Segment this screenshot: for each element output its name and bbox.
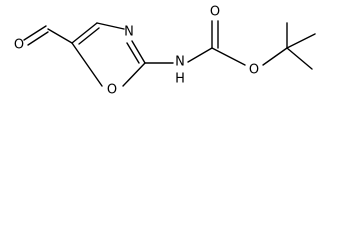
bond-nh-carbonyl <box>187 47 213 63</box>
bond-ring-n3-c2 <box>131 40 146 64</box>
bond-aldehyde-co-double-b <box>27 31 49 46</box>
bond-cq-me2 <box>286 33 316 49</box>
atom-n-ring: N <box>124 25 134 40</box>
atom-n-amide: N <box>175 55 185 70</box>
bond-ring-c4-n3 <box>96 22 125 30</box>
bond-aldehyde-co-double-a <box>23 25 47 41</box>
bond-aldehyde-c-ring <box>47 28 73 44</box>
bond-carbonyl-oester <box>211 47 246 66</box>
atom-o-carbonyl: O <box>210 5 220 20</box>
bond-ring-c2-o1 <box>122 62 146 87</box>
atom-o-ester: O <box>249 63 259 78</box>
molecule-canvas: O N O N H O O <box>13 4 316 98</box>
bond-ring-c5-c4-inner <box>78 27 100 45</box>
atom-h-amide: H <box>175 72 185 87</box>
bond-ring-o1-c5 <box>71 42 103 87</box>
structure-drawing: O N O N H O O <box>14 5 316 98</box>
bond-cq-me3 <box>286 47 313 70</box>
bond-oester-cq <box>262 47 288 66</box>
bond-ring-n3-c2-inner <box>126 42 140 64</box>
atom-o-ring: O <box>107 83 117 98</box>
bond-ring-c5-c4 <box>71 22 98 44</box>
atom-o-aldehyde: O <box>14 38 24 53</box>
